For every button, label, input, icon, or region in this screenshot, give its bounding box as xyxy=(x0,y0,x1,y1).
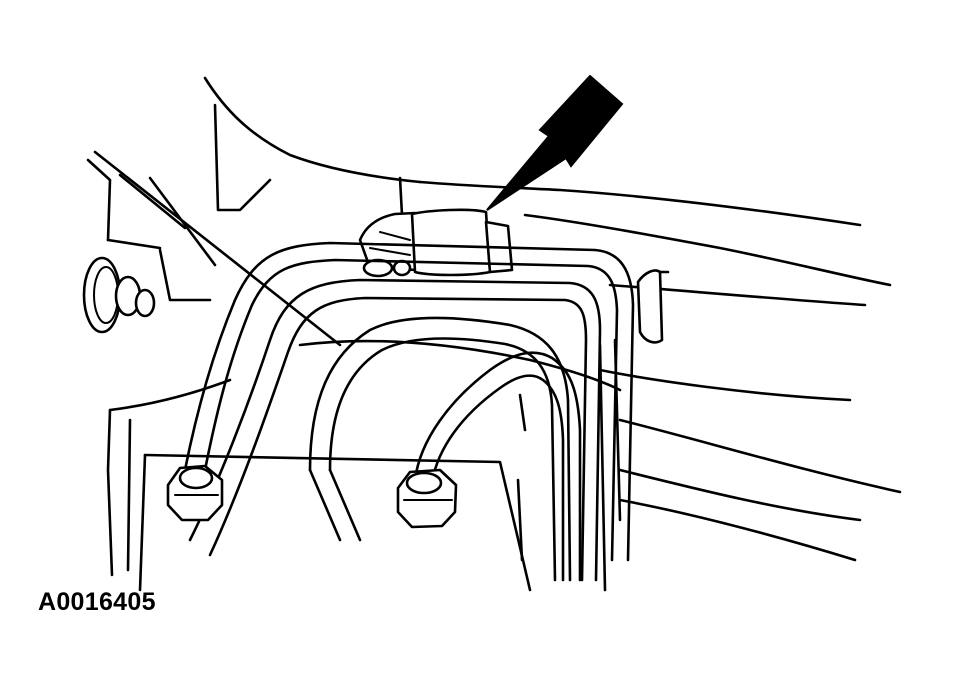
left-grommet xyxy=(82,256,156,334)
right-pull-tab xyxy=(636,269,670,344)
brake-line-middle xyxy=(188,278,602,582)
brake-line-inner xyxy=(308,316,572,582)
figure-id-label: A0016405 xyxy=(38,588,156,616)
right-tube-fitting xyxy=(396,468,458,529)
sensor-connector xyxy=(358,208,514,278)
left-bracket xyxy=(86,150,342,577)
brake-line-right xyxy=(413,351,582,582)
pointer-arrow xyxy=(486,74,624,211)
brake-line-outer xyxy=(183,241,635,562)
left-tube-fitting xyxy=(166,464,224,522)
upper-body-panel xyxy=(203,76,892,307)
